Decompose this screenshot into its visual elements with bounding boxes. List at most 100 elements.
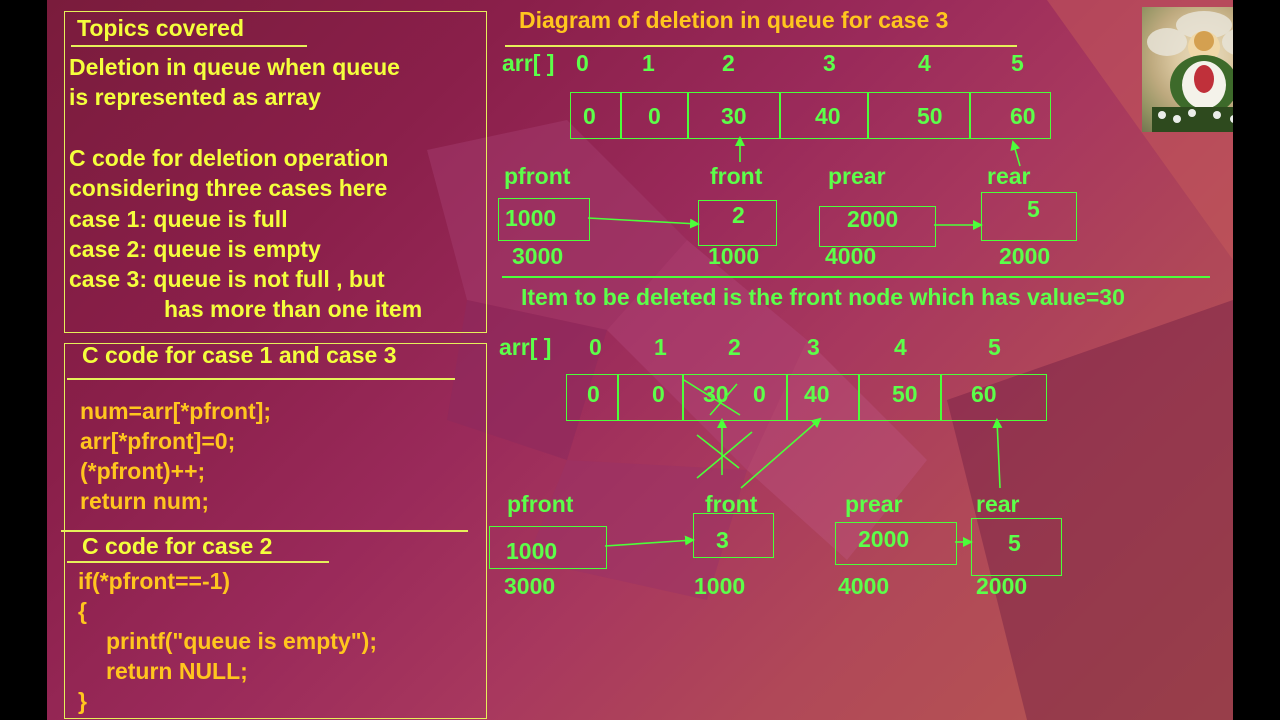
- code2-line: printf("queue is empty");: [106, 628, 377, 654]
- topics-line: case 1: queue is full: [69, 206, 288, 232]
- cross-mark: [696, 434, 740, 469]
- code13-line: num=arr[*pfront];: [80, 398, 272, 424]
- array-cell: 0: [587, 381, 600, 407]
- arrow-pfront-to-front: [604, 535, 695, 547]
- rear-box: [971, 518, 1062, 576]
- index-label: 1: [642, 50, 655, 76]
- address-front: 1000: [694, 573, 746, 599]
- label-front: front: [710, 163, 763, 189]
- index-label: 5: [988, 334, 1001, 360]
- pfront-box: [489, 526, 607, 569]
- prear-box: [819, 206, 936, 247]
- topics-line: considering three cases here: [69, 175, 388, 201]
- arrow-rear-to-index5: [1010, 140, 1021, 167]
- front-box: [693, 513, 774, 558]
- cell-divider: [687, 92, 689, 138]
- topics-line: has more than one item: [164, 296, 423, 322]
- address-rear: 2000: [999, 243, 1051, 269]
- code2-line: }: [78, 688, 87, 714]
- code2-line: if(*pfront==-1): [78, 568, 231, 594]
- code13-title-underline: [67, 378, 455, 380]
- topics-line: C code for deletion operation: [69, 145, 389, 171]
- topics-title-underline: [71, 45, 307, 47]
- array-cell: 40: [815, 103, 841, 129]
- index-label: 5: [1011, 50, 1024, 76]
- topics-box: [64, 11, 487, 333]
- rear-box: [981, 192, 1077, 241]
- rear-value: 5: [1008, 530, 1021, 556]
- code2-title: C code for case 2: [82, 533, 273, 559]
- index-label: 4: [894, 334, 907, 360]
- topics-line: case 3: queue is not full , but: [69, 266, 385, 292]
- array-cell: 0: [648, 103, 661, 129]
- code13-line: (*pfront)++;: [80, 458, 206, 484]
- cell-divider: [940, 374, 942, 420]
- array-before: [570, 92, 1051, 139]
- array-cell: 0: [753, 381, 766, 407]
- code2-line: return NULL;: [106, 658, 248, 684]
- code13-title: C code for case 1 and case 3: [82, 342, 397, 368]
- topics-title: Topics covered: [77, 15, 245, 41]
- prear-value: 2000: [847, 206, 899, 232]
- array-cell: 50: [892, 381, 918, 407]
- index-label: 0: [576, 50, 589, 76]
- section-divider: [502, 276, 1210, 278]
- cell-divider: [867, 92, 869, 138]
- arr-label: arr[ ]: [499, 334, 552, 360]
- address-prear: 4000: [825, 243, 877, 269]
- label-pfront: pfront: [507, 491, 574, 517]
- label-prear: prear: [828, 163, 886, 189]
- label-prear: prear: [845, 491, 903, 517]
- label-rear: rear: [976, 491, 1020, 517]
- label-front: front: [705, 491, 758, 517]
- deity-photo: [1142, 7, 1233, 132]
- pfront-box: [498, 198, 590, 241]
- code13-line: arr[*pfront]=0;: [80, 428, 236, 454]
- diagram-title: Diagram of deletion in queue for case 3: [519, 7, 949, 33]
- code13-line: return num;: [80, 488, 210, 514]
- code-divider: [61, 530, 468, 532]
- code2-line: {: [78, 598, 87, 624]
- array-cell: 30: [721, 103, 747, 129]
- arr-label: arr[ ]: [502, 50, 555, 76]
- array-cell: 0: [583, 103, 596, 129]
- cell-divider: [969, 92, 971, 138]
- front-value: 2: [732, 202, 745, 228]
- cell-divider: [682, 374, 684, 420]
- index-label: 3: [823, 50, 836, 76]
- label-rear: rear: [987, 163, 1031, 189]
- deletion-note: Item to be deleted is the front node whi…: [521, 284, 1125, 310]
- address-rear: 2000: [976, 573, 1028, 599]
- address-pfront: 3000: [504, 573, 556, 599]
- cell-divider: [779, 92, 781, 138]
- prear-value: 2000: [858, 526, 910, 552]
- photo-illustration: [1142, 7, 1233, 132]
- index-label: 2: [722, 50, 735, 76]
- prear-box: [835, 522, 957, 565]
- topics-line: Deletion in queue when queue: [69, 54, 400, 80]
- index-label: 0: [589, 334, 602, 360]
- index-label: 2: [728, 334, 741, 360]
- address-pfront: 3000: [512, 243, 564, 269]
- address-prear: 4000: [838, 573, 890, 599]
- diagram-arrows: [587, 136, 1021, 547]
- cell-divider: [620, 92, 622, 138]
- array-cell: 0: [652, 381, 665, 407]
- topics-line: case 2: queue is empty: [69, 236, 321, 262]
- topics-line: is represented as array: [69, 84, 321, 110]
- arrow-pfront-to-front: [587, 217, 700, 229]
- array-cell: 50: [917, 103, 943, 129]
- cross-mark: [696, 431, 753, 479]
- arrow-rear-to-index5: [992, 418, 1003, 489]
- cell-divider: [617, 374, 619, 420]
- address-front: 1000: [708, 243, 760, 269]
- array-cell: 40: [804, 381, 830, 407]
- cross-mark: [709, 383, 738, 416]
- cell-divider: [786, 374, 788, 420]
- cell-divider: [858, 374, 860, 420]
- cross-mark: [683, 379, 741, 416]
- diagram-title-underline: [505, 45, 1017, 47]
- index-label: 1: [654, 334, 667, 360]
- index-label: 4: [918, 50, 931, 76]
- background-pattern: [427, 0, 1233, 720]
